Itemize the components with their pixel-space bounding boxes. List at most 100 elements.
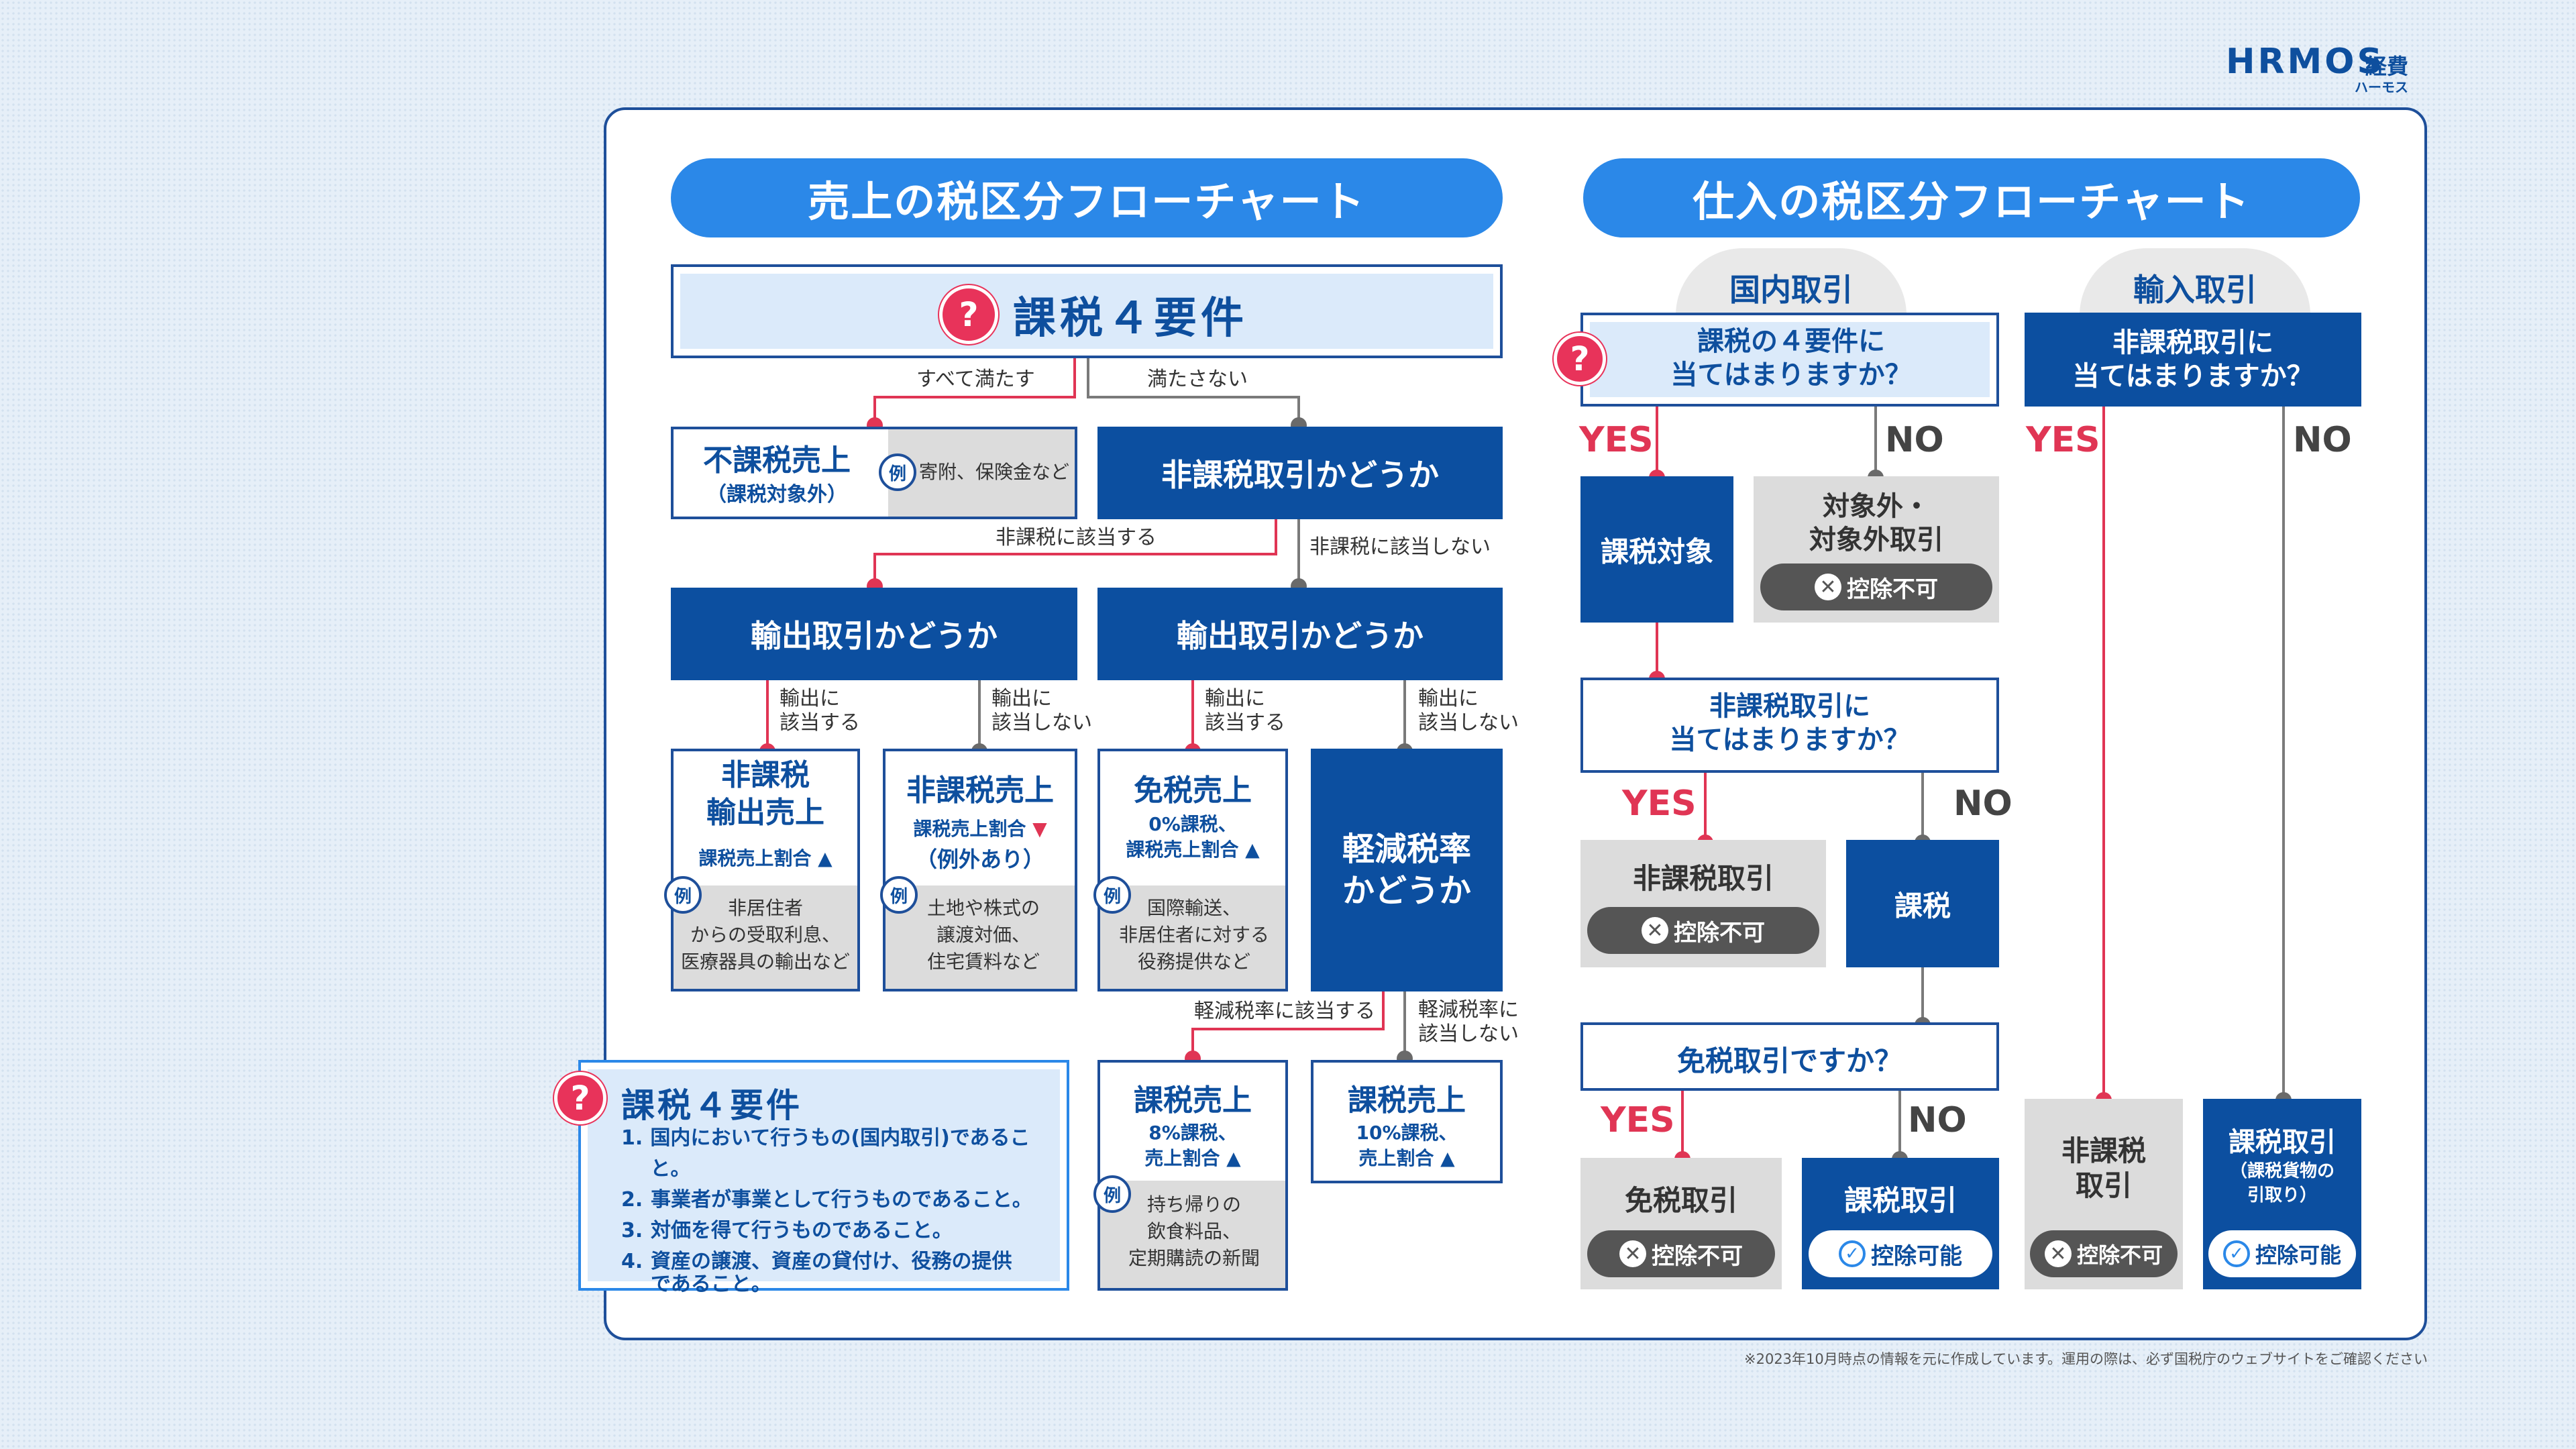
deduct-yes-text: 控除可能 bbox=[1871, 1242, 1962, 1270]
result-4-title: 課税売上 bbox=[1134, 1083, 1252, 1118]
x-circle-icon: ✕ bbox=[1619, 1240, 1646, 1267]
requirements-bg bbox=[588, 1069, 1060, 1281]
non-taxable-title: 不課税売上 bbox=[703, 443, 851, 478]
requirement-item: 4.資産の譲渡、資産の貸付け、役務の提供 であること。 bbox=[621, 1246, 1064, 1296]
result-taxable-10 bbox=[1311, 1060, 1503, 1183]
deduct-yes-badge: ✓控除可能 bbox=[1809, 1230, 1992, 1277]
up-arrow-icon: ▲ bbox=[1238, 839, 1260, 861]
no-label: NO bbox=[1885, 420, 1944, 460]
top-question: ? 課税４要件 bbox=[939, 284, 1248, 345]
x-circle-icon: ✕ bbox=[1642, 917, 1668, 944]
result-3-example: 国際輸送、 非居住者に対する 役務提供など bbox=[1118, 897, 1269, 973]
check-circle-icon: ✓ bbox=[2222, 1240, 2250, 1267]
result-4-example: 持ち帰りの 飲食料品、 定期購読の新聞 bbox=[1128, 1193, 1260, 1269]
result-1-example-bg bbox=[674, 885, 857, 989]
result-2-example: 土地や株式の 譲渡対価、 住宅賃料など bbox=[926, 897, 1040, 973]
req-text: 資産の譲渡、資産の貸付け、役務の提供 であること。 bbox=[651, 1250, 1012, 1296]
requirement-item: 2. 事業者が事業として行うものであること。 bbox=[621, 1185, 1064, 1216]
requirement-item: 3. 対価を得て行うものであること。 bbox=[621, 1216, 1064, 1246]
question-icon: ? bbox=[939, 285, 998, 344]
example-badge: 例 bbox=[1093, 876, 1131, 914]
four-req-question: 課税の４要件に 当てはまりますか？ bbox=[1670, 326, 1912, 390]
result-3-sub: 0%課税、 課税売上割合 ▲ bbox=[1100, 812, 1285, 863]
duty-free-question: 免税取引ですか？ bbox=[1676, 1044, 1902, 1077]
deduct-no-text: 控除不可 bbox=[2076, 1242, 2163, 1268]
hrmos-logo: HRMOS 経費 ハーモス bbox=[2220, 42, 2435, 102]
footnote: ※2023年10月時点の情報を元に作成しています。運用の際は、必ず国税庁のウェブ… bbox=[1744, 1351, 2428, 1367]
example-badge: 例 bbox=[880, 876, 918, 914]
logo-name: HRMOS bbox=[2226, 42, 2385, 82]
import-taxed-label: 課税取引 bbox=[2229, 1127, 2336, 1158]
exempt-no-label: 非課税に該当しない bbox=[1309, 535, 1491, 559]
purchase-title: 仕入の税区分フローチャート bbox=[1583, 158, 2360, 237]
taxable-target-box: 課税対象 bbox=[1580, 476, 1733, 623]
yes-label: YES bbox=[1579, 420, 1654, 460]
exempt-question: 非課税取引かどうか bbox=[1097, 427, 1503, 519]
result-4-example-bg bbox=[1100, 1181, 1285, 1288]
reduced-no-label: 軽減税率に 該当しない bbox=[1418, 998, 1519, 1046]
result-2-sub2: （例外あり） bbox=[915, 847, 1044, 872]
req-num: 2. bbox=[621, 1188, 643, 1212]
reduced-rate-question: 軽減税率 かどうか bbox=[1311, 749, 1503, 991]
result-1-sub-text: 課税売上割合 bbox=[698, 847, 812, 869]
duty-free-label: 免税取引 bbox=[1624, 1184, 1737, 1217]
req-text: 事業者が事業として行うものであること。 bbox=[651, 1188, 1032, 1212]
result-2-sub-text: 課税売上割合 bbox=[913, 818, 1026, 840]
deduct-yes-text: 控除可能 bbox=[2255, 1242, 2341, 1268]
result-3-sub-text: 0%課税、 課税売上割合 bbox=[1126, 813, 1239, 861]
top-question-label: 課税４要件 bbox=[1013, 294, 1248, 343]
result-5-sub-text: 10%課税、 売上割合 bbox=[1356, 1122, 1458, 1169]
domestic-label: 国内取引 bbox=[1729, 272, 1853, 308]
result-2-title: 非課税売上 bbox=[906, 773, 1054, 808]
nontax-label: 非課税取引 bbox=[1632, 862, 1774, 895]
import-tab-bg bbox=[2080, 248, 2310, 315]
exempt-yes-label: 非課税に該当する bbox=[996, 526, 1157, 549]
requirement-item: 1. 国内において行うもの(国内取引)であること。 bbox=[621, 1123, 1064, 1185]
four-req-question-bg bbox=[1590, 322, 1990, 397]
export-yes-label-2: 輸出に 該当する bbox=[1205, 687, 1285, 735]
deduct-no-text: 控除不可 bbox=[1847, 576, 1938, 603]
deduct-no-text: 控除不可 bbox=[1652, 1242, 1743, 1270]
import-nontax-label: 非課税 取引 bbox=[2061, 1134, 2146, 1202]
sales-title: 売上の税区分フローチャート bbox=[671, 158, 1503, 237]
no-label: NO bbox=[1953, 784, 2012, 824]
export-no-label-2: 輸出に 該当しない bbox=[1418, 687, 1519, 735]
up-arrow-icon: ▲ bbox=[811, 847, 833, 869]
logo-suffix: 経費 bbox=[2365, 54, 2409, 79]
nontax-question-box bbox=[1580, 678, 1999, 773]
example-badge: 例 bbox=[664, 876, 702, 914]
duty-free-question-box bbox=[1580, 1022, 1999, 1091]
req-num: 1. bbox=[621, 1126, 643, 1150]
export-yes-label-1: 輸出に 該当する bbox=[780, 687, 860, 735]
up-arrow-icon: ▲ bbox=[1220, 1147, 1241, 1169]
nontax-question: 非課税取引に 当てはまりますか？ bbox=[1669, 691, 1911, 755]
deduct-no-text: 控除不可 bbox=[1674, 919, 1765, 947]
check-circle-icon: ✓ bbox=[1839, 1240, 1866, 1267]
result-2-sub: 課税売上割合 ▼ bbox=[885, 814, 1075, 841]
example-badge: 例 bbox=[879, 453, 916, 491]
result-2-example-bg bbox=[885, 885, 1075, 989]
question-icon: ? bbox=[554, 1072, 606, 1124]
result-1-sub: 課税売上割合 ▲ bbox=[674, 844, 857, 871]
deduct-no-badge: ✕控除不可 bbox=[1587, 1230, 1775, 1277]
req-num: 3. bbox=[621, 1219, 643, 1242]
result-5-sub: 10%課税、 売上割合 ▲ bbox=[1313, 1120, 1500, 1171]
reduced-yes-label: 軽減税率に該当する bbox=[1194, 1000, 1375, 1023]
deduct-no-badge: ✕控除不可 bbox=[2030, 1230, 2178, 1277]
down-arrow-icon: ▼ bbox=[1026, 818, 1047, 840]
x-circle-icon: ✕ bbox=[2044, 1240, 2072, 1267]
result-1-example: 非居住者 からの受取利息、 医療器具の輸出など bbox=[680, 897, 850, 973]
no-label: NO bbox=[2293, 420, 2352, 460]
non-taxable-sub: （課税対象外） bbox=[706, 483, 847, 506]
result-3-example-bg bbox=[1100, 885, 1285, 989]
up-arrow-icon: ▲ bbox=[1434, 1147, 1455, 1169]
req-text: 国内において行うもの(国内取引)であること。 bbox=[650, 1126, 1030, 1181]
non-taxable-example: 寄附、保険金など bbox=[919, 461, 1070, 483]
domestic-tab-bg bbox=[1676, 248, 1907, 315]
example-badge: 例 bbox=[1093, 1175, 1131, 1213]
branch-all-label: すべて満たす bbox=[916, 368, 1035, 391]
import-label: 輸入取引 bbox=[2133, 272, 2257, 308]
yes-label: YES bbox=[2026, 420, 2100, 460]
req-text: 対価を得て行うものであること。 bbox=[651, 1219, 953, 1242]
logo-sub: ハーモス bbox=[2355, 79, 2408, 95]
